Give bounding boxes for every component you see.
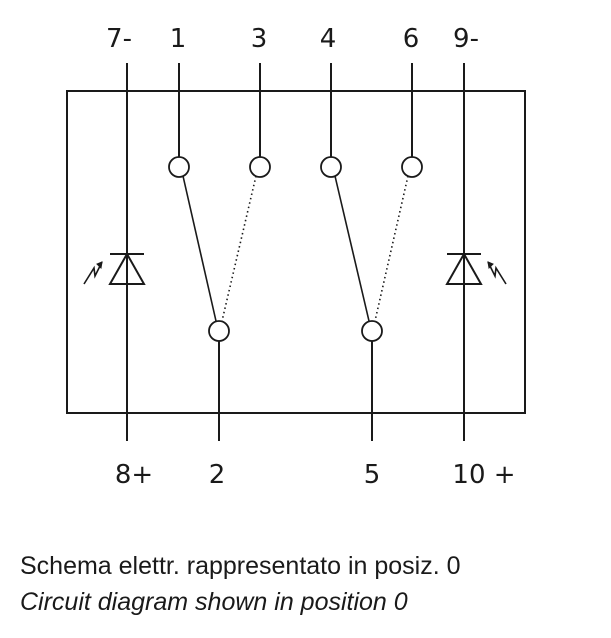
circuit-diagram: 7- 1 3 4 6 9- 8+ 2 5 10 + (66, 24, 526, 490)
switch-b-contact-closed (334, 175, 370, 322)
pin-label-3: 3 (251, 24, 268, 54)
terminal-3 (249, 156, 271, 178)
terminal-1 (168, 156, 190, 178)
terminal-4 (320, 156, 342, 178)
terminal-6 (401, 156, 423, 178)
light-emission-arrow-icon (487, 261, 507, 285)
pin-label-8: 8+ (115, 460, 153, 490)
pin-label-2: 2 (209, 460, 226, 490)
switch-b-contact-open (374, 175, 409, 322)
pin-label-10: 10 + (452, 460, 515, 490)
pin-label-1: 1 (170, 24, 187, 54)
pin-label-7: 7- (106, 24, 132, 54)
terminal-2 (208, 320, 230, 342)
caption-english: Circuit diagram shown in position 0 (20, 588, 408, 616)
pin-label-9: 9- (453, 24, 479, 54)
light-emission-arrow-icon (83, 261, 103, 285)
switch-b (320, 63, 423, 441)
pin-label-4: 4 (320, 24, 337, 54)
housing-box (66, 90, 526, 414)
pin-label-5: 5 (364, 460, 381, 490)
switch-a-contact-closed (182, 175, 217, 322)
led-right-icon (445, 63, 507, 441)
caption-italian: Schema elettr. rappresentato in posiz. 0 (20, 552, 461, 580)
pin-label-6: 6 (403, 24, 420, 54)
switch-a-contact-open (221, 175, 257, 322)
terminal-5 (361, 320, 383, 342)
switch-a (168, 63, 271, 441)
led-left-icon (83, 63, 146, 441)
